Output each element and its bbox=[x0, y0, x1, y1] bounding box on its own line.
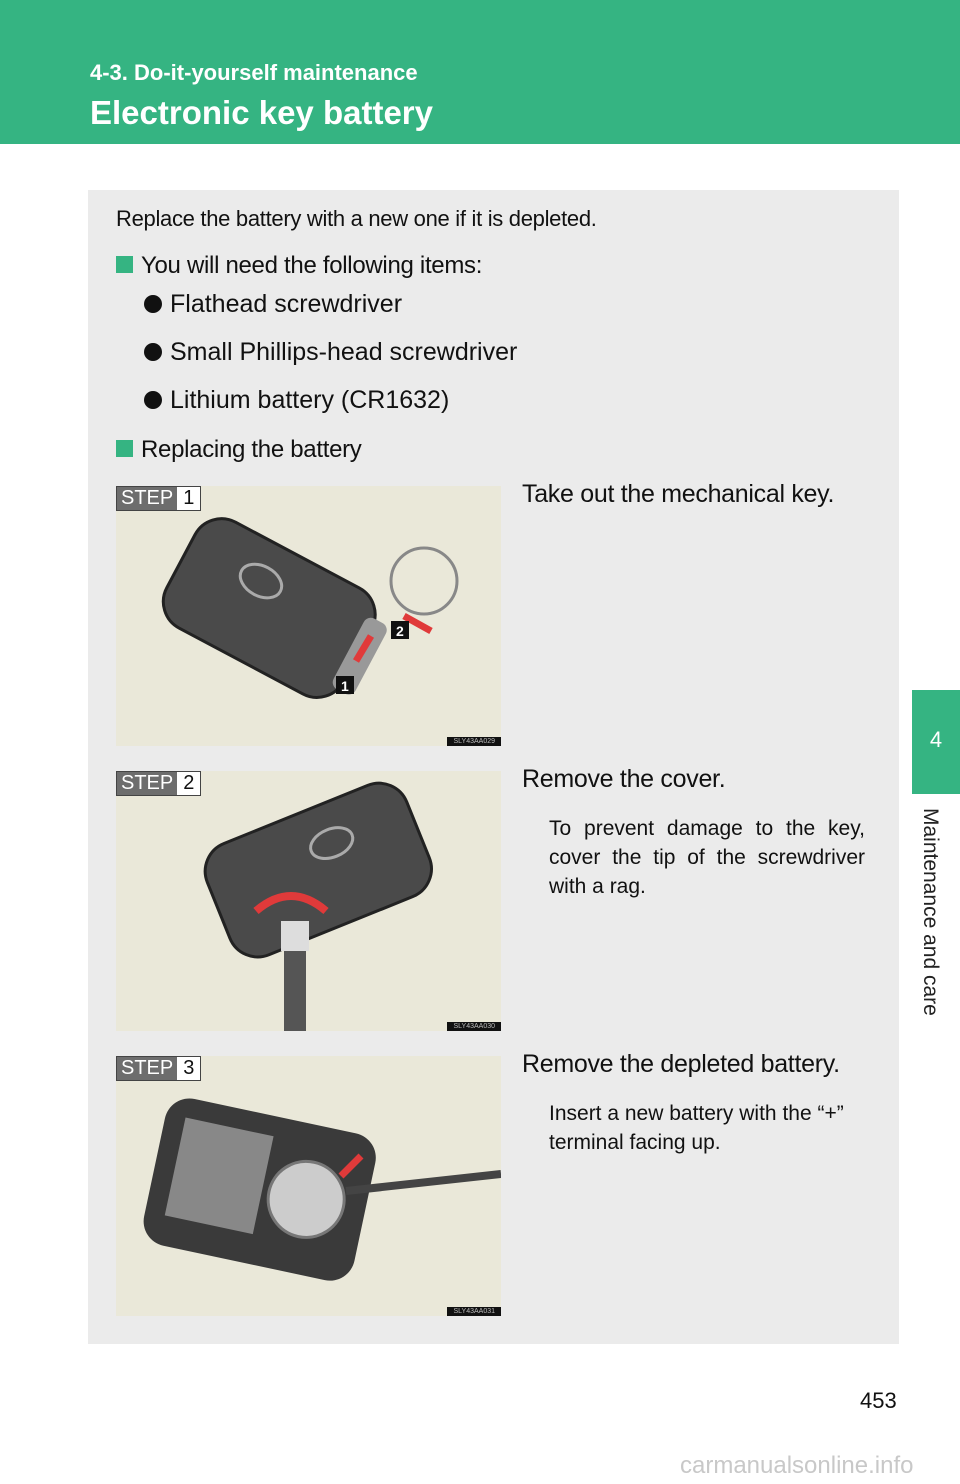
needs-heading: You will need the following items: bbox=[116, 252, 482, 280]
key-fob-illustration: 1 2 bbox=[161, 517, 459, 699]
bullet-icon bbox=[144, 343, 162, 361]
heading-text: Replacing the battery bbox=[141, 436, 362, 463]
list-item: Small Phillips-head screwdriver bbox=[144, 338, 517, 367]
section-title: 4-3. Do-it-yourself maintenance bbox=[90, 60, 418, 85]
step-number: 1 bbox=[177, 487, 201, 510]
battery-removal-illustration bbox=[143, 1098, 502, 1281]
image-code: SLY43AA031 bbox=[447, 1307, 501, 1316]
step-label: STEP bbox=[117, 487, 178, 510]
page-title: Electronic key battery bbox=[90, 94, 433, 131]
chapter-label: Maintenance and care bbox=[919, 808, 942, 1016]
step-3-text: Remove the depleted battery. bbox=[522, 1050, 840, 1078]
square-bullet-icon bbox=[116, 440, 133, 457]
step-3-note: Insert a new battery with the “+” termin… bbox=[549, 1102, 844, 1154]
step-label: STEP bbox=[117, 1057, 178, 1080]
step-label: STEP bbox=[117, 772, 178, 795]
step-1-text: Take out the mechanical key. bbox=[522, 480, 835, 508]
bullet-icon bbox=[144, 295, 162, 313]
square-bullet-icon bbox=[116, 256, 133, 273]
image-code: SLY43AA029 bbox=[447, 737, 501, 746]
content-panel: Replace the battery with a new one if it… bbox=[88, 190, 899, 1344]
image-code: SLY43AA030 bbox=[447, 1022, 501, 1031]
intro-text: Replace the battery with a new one if it… bbox=[116, 206, 597, 231]
replacing-heading: Replacing the battery bbox=[116, 436, 362, 464]
item-text: Small Phillips-head screwdriver bbox=[170, 338, 518, 366]
watermark: carmanualsonline.info bbox=[680, 1452, 914, 1479]
item-text: Flathead screwdriver bbox=[170, 290, 403, 318]
page-header: 4-3. Do-it-yourself maintenance Electron… bbox=[0, 0, 960, 144]
page-number: 453 bbox=[860, 1388, 897, 1413]
list-item: Lithium battery (CR1632) bbox=[144, 386, 449, 415]
step-number: 3 bbox=[177, 1057, 201, 1080]
heading-text: You will need the following items: bbox=[141, 252, 483, 279]
callout-2: 2 bbox=[396, 623, 404, 639]
callout-1: 1 bbox=[341, 678, 349, 694]
bullet-icon bbox=[144, 391, 162, 409]
cover-removal-illustration bbox=[203, 781, 433, 1031]
item-text: Lithium battery (CR1632) bbox=[170, 386, 450, 414]
chapter-tab[interactable]: 4 bbox=[912, 690, 960, 794]
list-item: Flathead screwdriver bbox=[144, 290, 402, 319]
step-2-text: Remove the cover. bbox=[522, 765, 726, 793]
step-2-note: To prevent damage to the key, cover the … bbox=[549, 817, 865, 898]
step-number: 2 bbox=[177, 772, 201, 795]
